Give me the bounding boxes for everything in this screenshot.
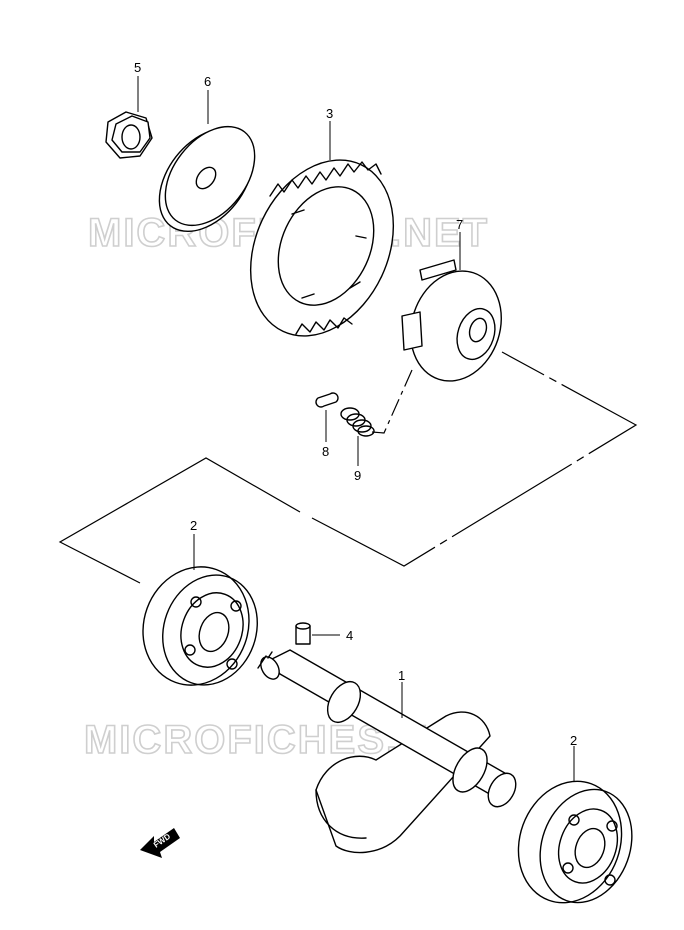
callout-7: 7 [456,217,463,232]
part-5-nut [105,111,153,159]
part-1-balancer-shaft [257,649,517,854]
part-7-cam [401,259,502,382]
callout-4: 4 [346,628,353,643]
part-8-pin [315,392,339,408]
fwd-arrow-icon: FWD [140,828,180,858]
callout-8: 8 [322,444,329,459]
callout-3: 3 [326,106,333,121]
part-6-washer [158,125,256,233]
callout-2-left: 2 [190,518,197,533]
part-4-dowel [295,622,311,645]
part-9-spring [340,407,375,437]
part-2-bearing-left [142,566,258,686]
assembly-guide-line [58,351,638,584]
callout-2-right: 2 [570,733,577,748]
callout-5: 5 [134,60,141,75]
part-3-gear [249,159,395,337]
callout-9: 9 [354,468,361,483]
callout-1: 1 [398,668,405,683]
part-2-bearing-right [517,780,633,904]
callout-6: 6 [204,74,211,89]
